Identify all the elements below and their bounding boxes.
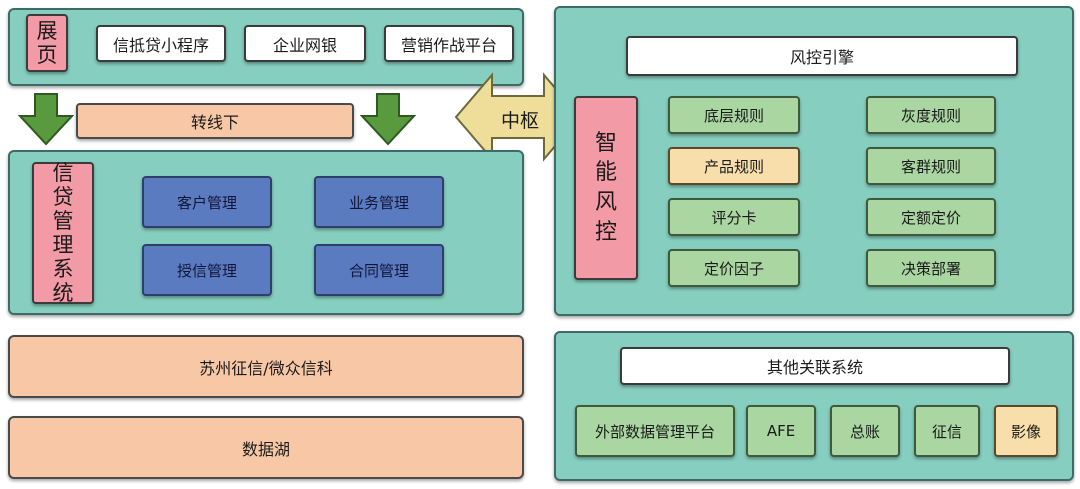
- credit-system-title: 信 贷 管 理 系 统: [32, 160, 94, 306]
- credit-title-char: 贷: [52, 184, 74, 209]
- system-external-data-platform: 外部数据管理平台: [575, 405, 735, 457]
- channel-box-marketing: 营销作战平台: [384, 25, 514, 62]
- show-page-char: 页: [36, 43, 58, 67]
- module-business-management: 业务管理: [314, 176, 444, 228]
- smart-risk-box: 智 能 风 控: [574, 96, 638, 280]
- smart-risk-char: 能: [594, 160, 617, 186]
- credit-title-char: 统: [52, 281, 74, 306]
- rule-decision-deployment: 决策部署: [866, 249, 996, 287]
- system-afe: AFE: [746, 405, 816, 457]
- suzhou-credit-bar: 苏州征信/微众信科: [8, 335, 524, 398]
- transfer-offline-bar: 转线下: [76, 103, 354, 139]
- module-credit-grant-management: 授信管理: [142, 244, 272, 296]
- credit-title-char: 管: [52, 208, 74, 233]
- system-general-ledger: 总账: [830, 405, 900, 457]
- down-arrow-right: [360, 93, 416, 146]
- channel-box-mini-program: 信抵贷小程序: [96, 25, 226, 62]
- system-credit-reference: 征信: [914, 405, 980, 457]
- module-contract-management: 合同管理: [314, 244, 444, 296]
- credit-title-char: 理: [52, 233, 74, 257]
- system-imaging: 影像: [994, 405, 1058, 457]
- hub-label: 中枢: [500, 110, 539, 132]
- rule-product-rules: 产品规则: [668, 147, 800, 185]
- data-lake-bar: 数据湖: [8, 416, 524, 479]
- rule-grayscale-rules: 灰度规则: [866, 96, 996, 134]
- smart-risk-char: 控: [594, 219, 617, 245]
- module-customer-management: 客户管理: [142, 176, 272, 228]
- risk-engine-title: 风控引擎: [626, 36, 1018, 76]
- show-page-char: 展: [36, 18, 58, 43]
- smart-risk-char: 智: [594, 130, 617, 156]
- rule-scorecard: 评分卡: [668, 198, 800, 236]
- rule-customer-group-rules: 客群规则: [866, 147, 996, 185]
- rule-pricing-factors: 定价因子: [668, 249, 800, 287]
- smart-risk-char: 风: [594, 190, 617, 215]
- rule-quota-pricing: 定额定价: [866, 198, 996, 236]
- other-systems-title: 其他关联系统: [620, 347, 1010, 385]
- down-arrow-left: [18, 93, 74, 146]
- channel-box-enterprise-bank: 企业网银: [244, 25, 366, 62]
- show-page-box: 展 页: [26, 14, 68, 72]
- credit-title-char: 信: [52, 160, 74, 185]
- credit-title-char: 系: [52, 257, 74, 282]
- rule-base-rules: 底层规则: [668, 96, 800, 134]
